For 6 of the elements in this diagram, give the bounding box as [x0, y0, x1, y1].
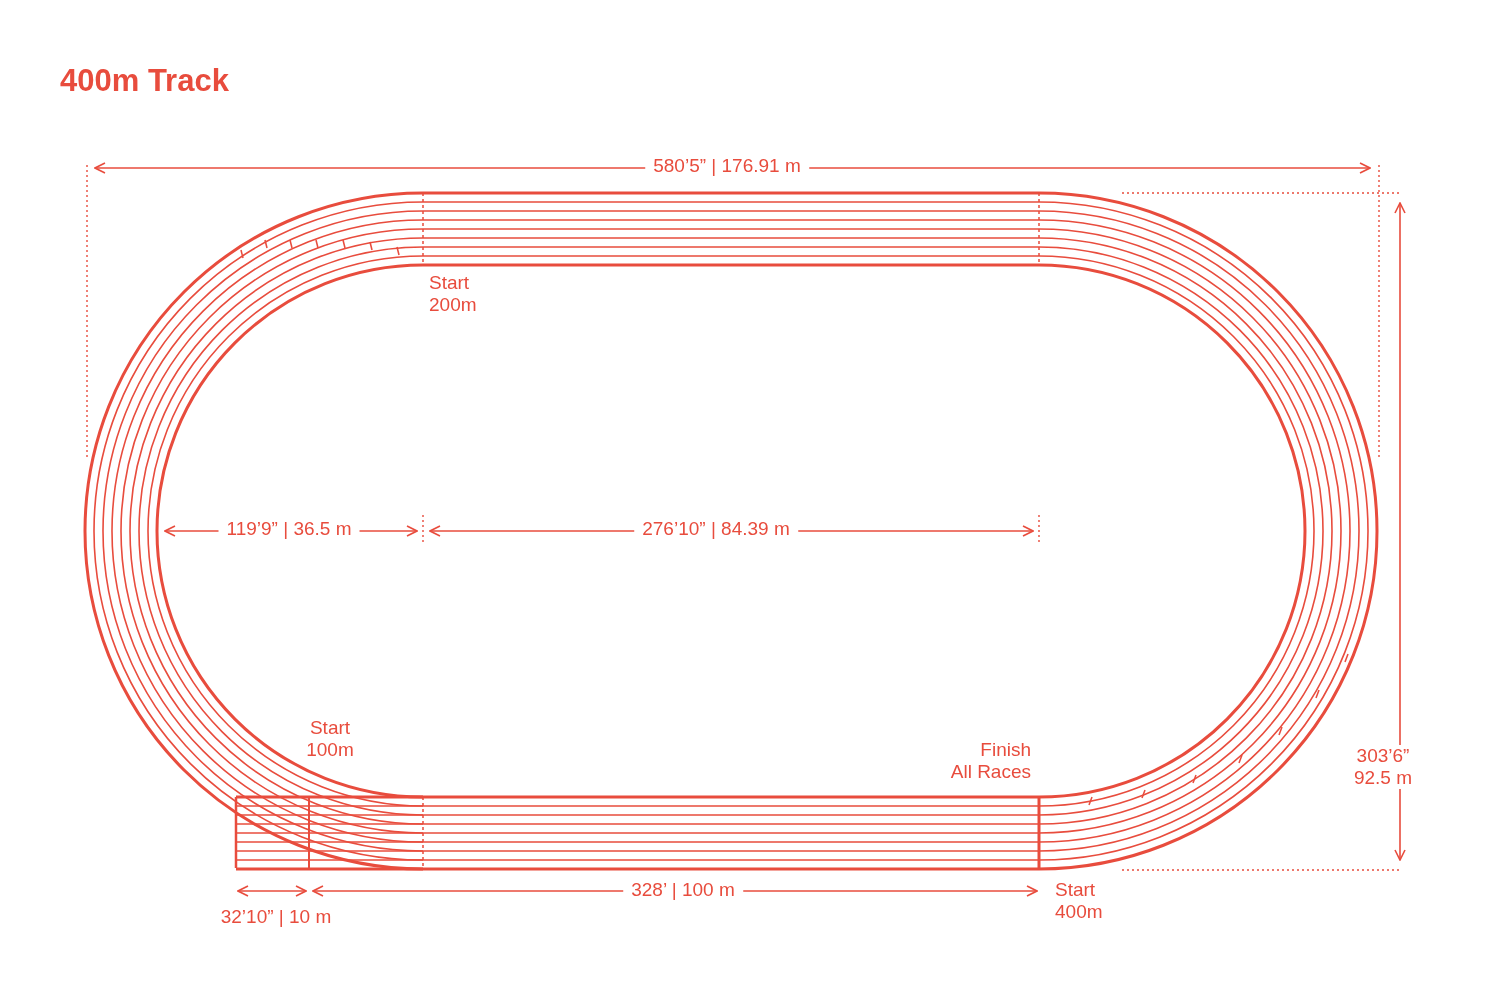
- track-label: Start 100m: [305, 717, 355, 761]
- track-label: Start 400m: [1054, 879, 1104, 923]
- title: 400m Track: [60, 62, 229, 100]
- track-label: 32’10” | 10 m: [219, 906, 333, 928]
- track-label: Finish All Races: [949, 739, 1032, 783]
- track-label: Start 200m: [428, 272, 478, 316]
